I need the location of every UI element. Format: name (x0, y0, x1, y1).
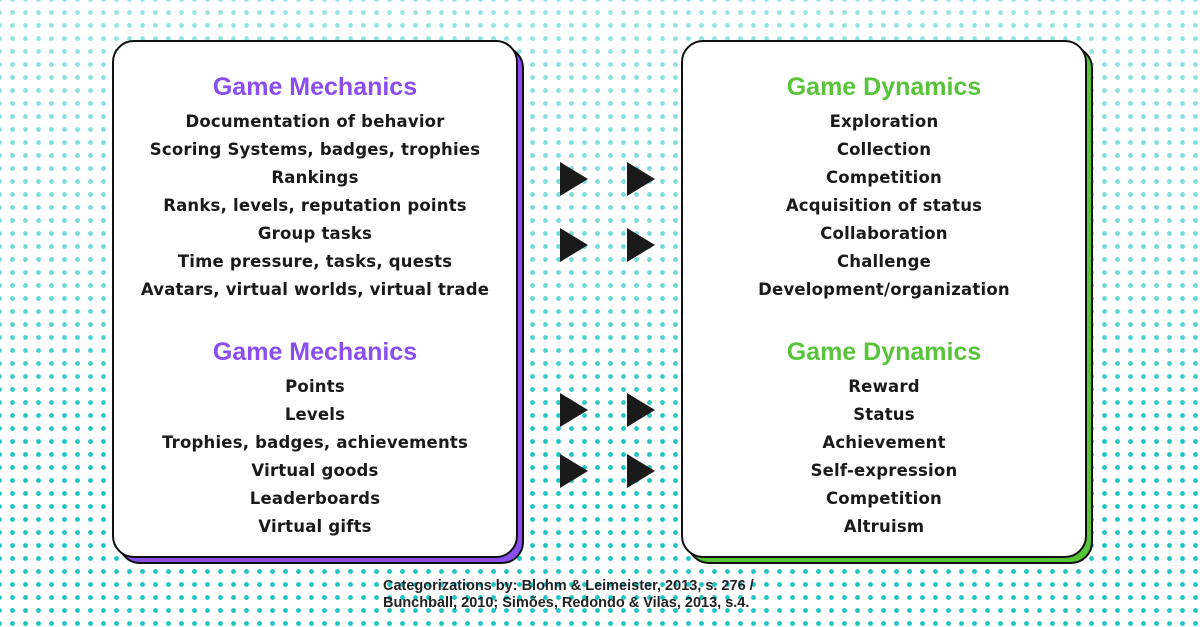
list-item: Challenge (836, 252, 932, 271)
list-item: Avatars, virtual worlds, virtual trade (140, 280, 490, 299)
dynamics-section-1: Game Dynamics Exploration Collection Com… (683, 72, 1085, 304)
arrow-right-icon (560, 162, 588, 196)
section-title: Game Mechanics (212, 338, 418, 366)
list-item: Documentation of behavior (185, 112, 445, 131)
card-body: Game Dynamics Exploration Collection Com… (681, 40, 1087, 558)
list-item: Rankings (271, 168, 359, 187)
dynamics-section-2: Game Dynamics Reward Status Achievement … (683, 337, 1085, 541)
list-item: Development/organization (758, 280, 1010, 299)
list-item: Levels (284, 405, 346, 424)
citation-line-1: Categorizations by: Blohm & Leimeister, … (383, 578, 754, 594)
arrow-right-icon (627, 393, 655, 427)
list-item: Trophies, badges, achievements (161, 433, 469, 452)
list-item: Altruism (843, 517, 925, 536)
list-item: Exploration (829, 112, 939, 131)
arrow-right-icon (627, 228, 655, 262)
game-dynamics-card: Game Dynamics Exploration Collection Com… (681, 40, 1093, 564)
mechanics-section-2: Game Mechanics Points Levels Trophies, b… (114, 337, 516, 541)
list-item: Competition (825, 168, 942, 187)
citation-line-2: Bunchball, 2010; Simões, Redondo & Vilas… (383, 595, 750, 611)
list-item: Achievement (822, 433, 946, 452)
list-item: Group tasks (257, 224, 373, 243)
list-item: Collection (836, 140, 932, 159)
list-item: Status (853, 405, 915, 424)
section-title: Game Dynamics (786, 73, 982, 101)
list-item: Virtual gifts (258, 517, 372, 536)
list-item: Virtual goods (251, 461, 379, 480)
arrow-right-icon (560, 228, 588, 262)
mechanics-section-1: Game Mechanics Documentation of behavior… (114, 72, 516, 304)
list-item: Collaboration (820, 224, 948, 243)
dynamics-list-2: Reward Status Achievement Self-expressio… (683, 373, 1085, 541)
list-item: Leaderboards (249, 489, 381, 508)
list-item: Time pressure, tasks, quests (177, 252, 453, 271)
arrow-right-icon (627, 454, 655, 488)
mechanics-list-1: Documentation of behavior Scoring System… (114, 108, 516, 304)
list-item: Self-expression (810, 461, 958, 480)
section-title: Game Mechanics (212, 73, 418, 101)
list-item: Ranks, levels, reputation points (163, 196, 467, 215)
game-mechanics-card: Game Mechanics Documentation of behavior… (112, 40, 524, 564)
citation-footer: Categorizations by: Blohm & Leimeister, … (383, 578, 843, 612)
mechanics-list-2: Points Levels Trophies, badges, achievem… (114, 373, 516, 541)
arrow-right-icon (627, 162, 655, 196)
arrow-right-icon (560, 393, 588, 427)
arrow-right-icon (560, 454, 588, 488)
section-title: Game Dynamics (786, 338, 982, 366)
list-item: Points (285, 377, 345, 396)
card-body: Game Mechanics Documentation of behavior… (112, 40, 518, 558)
list-item: Acquisition of status (785, 196, 983, 215)
dynamics-list-1: Exploration Collection Competition Acqui… (683, 108, 1085, 304)
list-item: Reward (848, 377, 920, 396)
list-item: Scoring Systems, badges, trophies (149, 140, 481, 159)
list-item: Competition (825, 489, 942, 508)
